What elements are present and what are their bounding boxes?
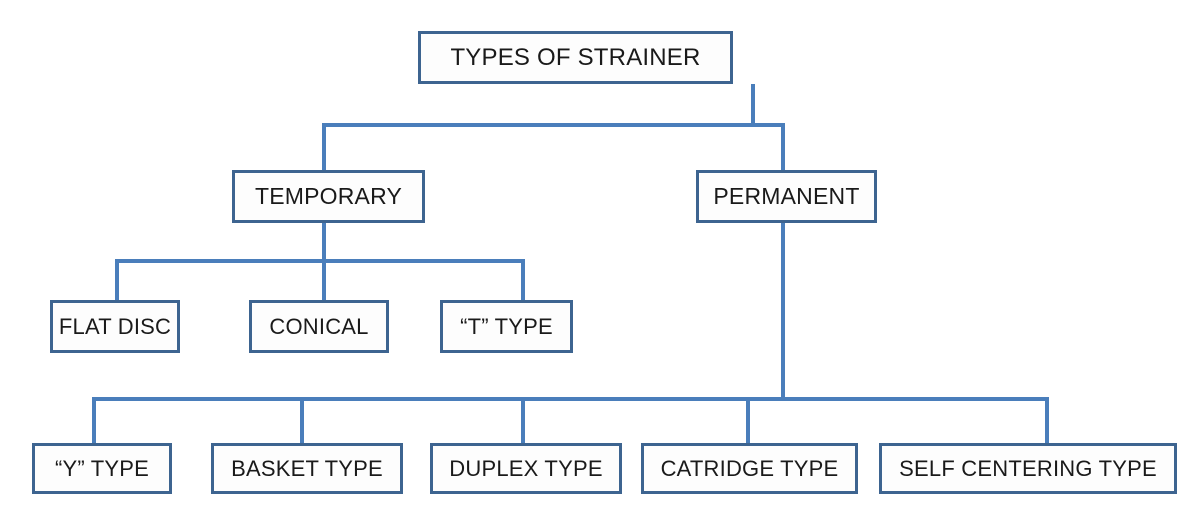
node-label: TYPES OF STRAINER xyxy=(450,43,701,71)
node-conical[interactable]: CONICAL xyxy=(249,300,389,353)
connector-permanent-stem xyxy=(781,223,785,401)
connector-drop-permanent xyxy=(781,123,785,171)
connector-root-stem xyxy=(751,84,755,126)
node-flat-disc[interactable]: FLAT DISC xyxy=(50,300,180,353)
connector-drop-y-type xyxy=(92,397,96,443)
node-permanent[interactable]: PERMANENT xyxy=(696,170,877,223)
node-basket-type[interactable]: BASKET TYPE xyxy=(211,443,403,494)
node-label: “T” TYPE xyxy=(460,313,553,339)
node-self-centering-type[interactable]: SELF CENTERING TYPE xyxy=(879,443,1177,494)
node-label: CATRIDGE TYPE xyxy=(660,455,839,481)
node-duplex-type[interactable]: DUPLEX TYPE xyxy=(430,443,622,494)
connector-drop-temporary xyxy=(322,123,326,171)
node-label: TEMPORARY xyxy=(254,183,403,209)
node-label: BASKET TYPE xyxy=(231,455,383,481)
connector-drop-t-type xyxy=(521,259,525,301)
node-label: FLAT DISC xyxy=(58,313,172,339)
node-types-of-strainer[interactable]: TYPES OF STRAINER xyxy=(418,31,733,84)
node-t-type[interactable]: “T” TYPE xyxy=(440,300,573,353)
node-label: “Y” TYPE xyxy=(54,455,150,481)
connector-drop-flat-disc xyxy=(115,259,119,301)
node-label: PERMANENT xyxy=(713,183,860,209)
node-temporary[interactable]: TEMPORARY xyxy=(232,170,425,223)
connector-temporary-bar xyxy=(115,259,525,263)
connector-drop-catridge-type xyxy=(746,397,750,443)
node-label: DUPLEX TYPE xyxy=(449,455,603,481)
connector-drop-conical xyxy=(322,259,326,301)
connector-root-bar xyxy=(322,123,785,127)
connector-drop-duplex-type xyxy=(521,397,525,443)
node-label: SELF CENTERING TYPE xyxy=(899,455,1157,481)
connector-temporary-stem xyxy=(322,223,326,263)
node-catridge-type[interactable]: CATRIDGE TYPE xyxy=(641,443,858,494)
connector-permanent-bar xyxy=(92,397,1049,401)
node-y-type[interactable]: “Y” TYPE xyxy=(32,443,172,494)
connector-drop-basket-type xyxy=(300,397,304,443)
node-label: CONICAL xyxy=(269,313,369,339)
connector-drop-self-centering-type xyxy=(1045,397,1049,443)
